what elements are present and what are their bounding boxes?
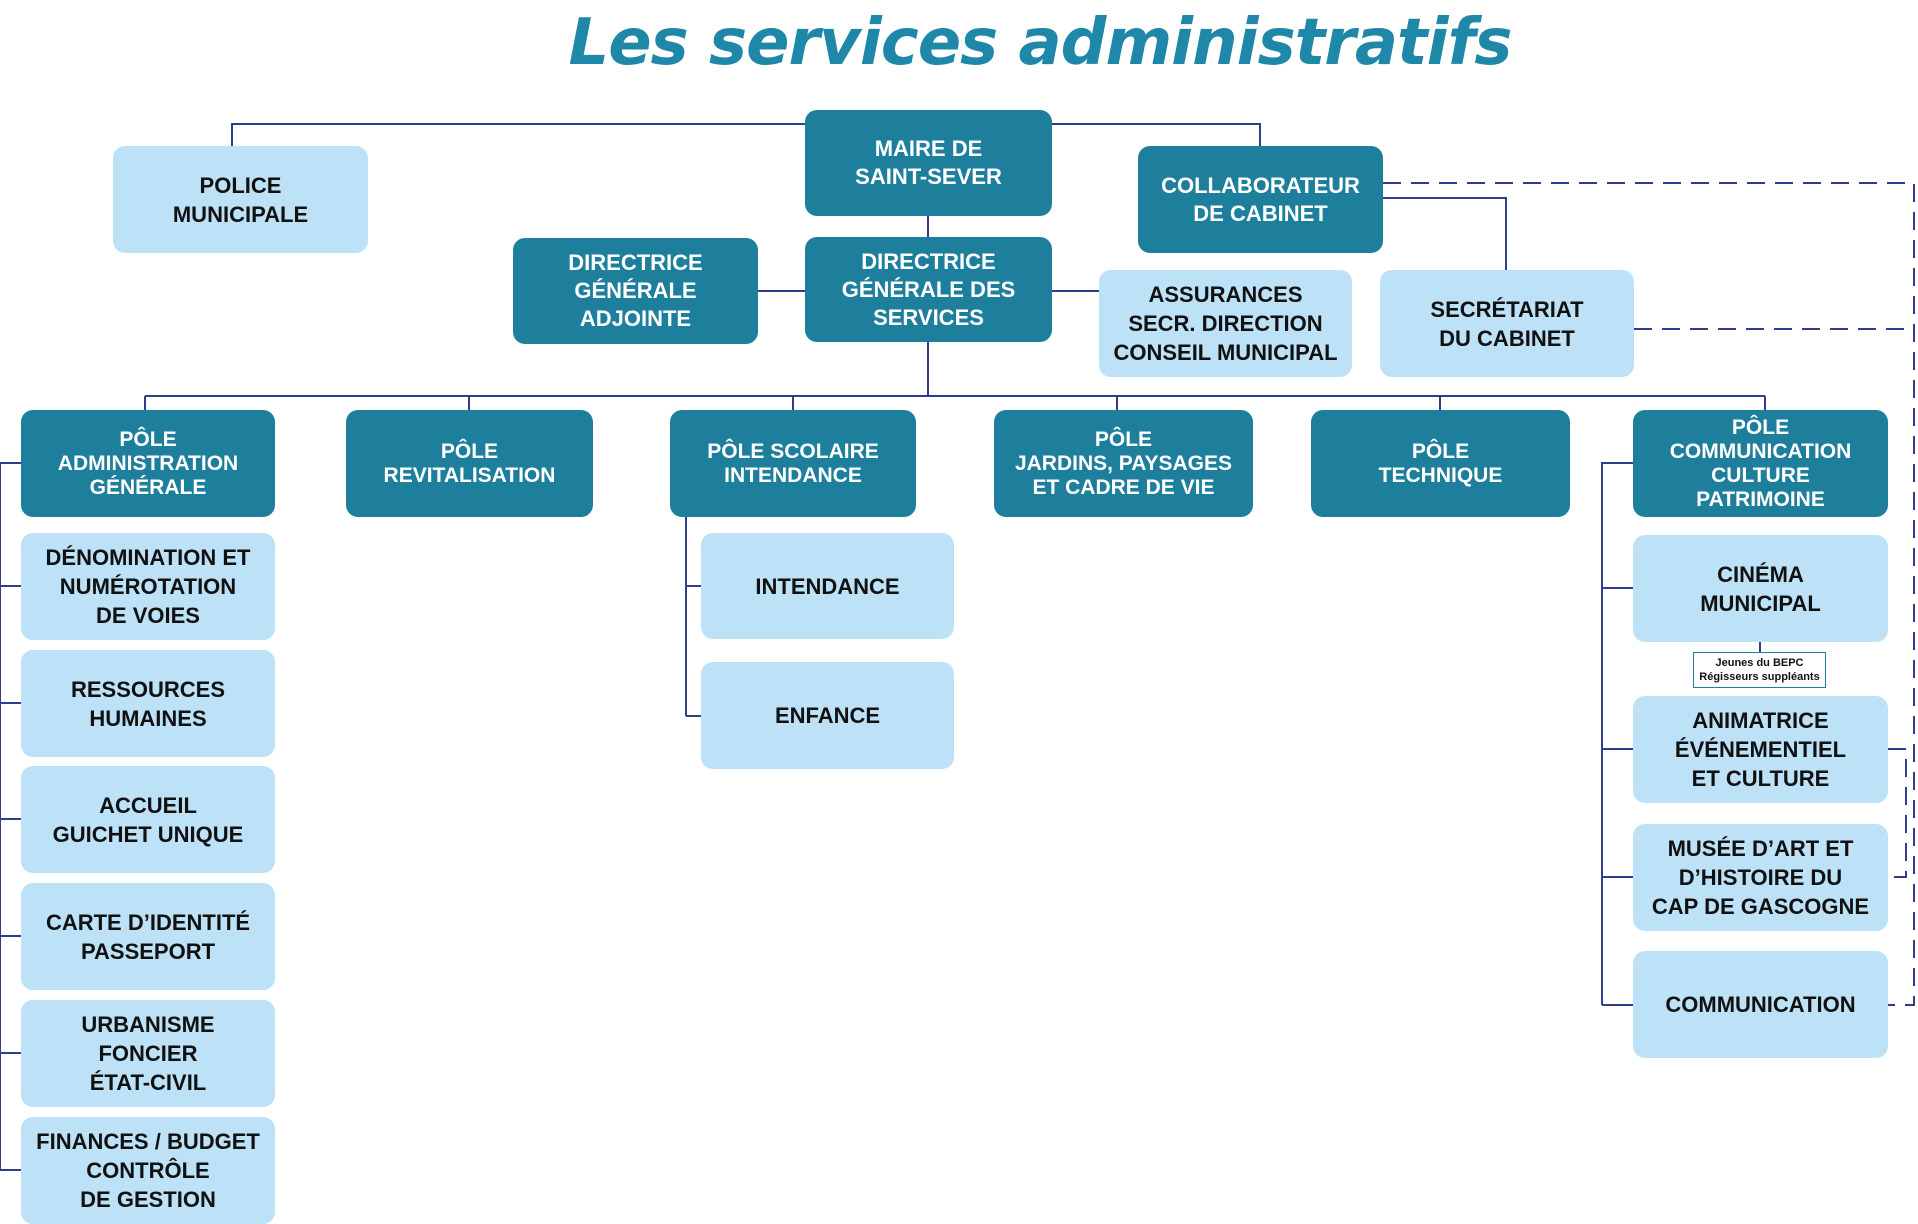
pole-jardins-paysages: PÔLE JARDINS, PAYSAGES ET CADRE DE VIE	[994, 410, 1253, 517]
connector-maire-collaborateur	[1052, 123, 1261, 146]
pole-administration-generale: PÔLE ADMINISTRATION GÉNÉRALE	[21, 410, 275, 517]
service-musee-art-histoire: MUSÉE D’ART ET D’HISTOIRE DU CAP DE GASC…	[1633, 824, 1888, 931]
service-denomination-voies: DÉNOMINATION ET NUMÉROTATION DE VOIES	[21, 533, 275, 640]
connector-comm-spine	[1601, 462, 1633, 1005]
page-title: Les services administratifs	[568, 6, 1512, 80]
police-municipale-box: POLICE MUNICIPALE	[113, 146, 368, 253]
pole-revitalisation: PÔLE REVITALISATION	[346, 410, 593, 517]
directrice-generale-adjointe-box: DIRECTRICE GÉNÉRALE ADJOINTE	[513, 238, 758, 344]
dashed-collaborateur-line	[1383, 182, 1915, 1006]
assurances-box: ASSURANCES SECR. DIRECTION CONSEIL MUNIC…	[1099, 270, 1352, 377]
pole-technique: PÔLE TECHNIQUE	[1311, 410, 1570, 517]
connector-admin-spine	[0, 462, 21, 1170]
secretariat-cabinet-box: SECRÉTARIAT DU CABINET	[1380, 270, 1634, 377]
service-communication: COMMUNICATION	[1633, 951, 1888, 1058]
service-ressources-humaines: RESSOURCES HUMAINES	[21, 650, 275, 757]
service-carte-identite-passeport: CARTE D’IDENTITÉ PASSEPORT	[21, 883, 275, 990]
pole-scolaire-intendance: PÔLE SCOLAIRE INTENDANCE	[670, 410, 916, 517]
directrice-generale-services-box: DIRECTRICE GÉNÉRALE DES SERVICES	[805, 237, 1052, 342]
service-intendance: INTENDANCE	[701, 533, 954, 639]
maire-box: MAIRE DE SAINT-SEVER	[805, 110, 1052, 216]
service-urbanisme-foncier-etat-civil: URBANISME FONCIER ÉTAT-CIVIL	[21, 1000, 275, 1107]
service-cinema-municipal: CINÉMA MUNICIPAL	[1633, 535, 1888, 642]
service-animatrice-evenementiel: ANIMATRICE ÉVÉNEMENTIEL ET CULTURE	[1633, 696, 1888, 803]
connector-maire-police	[231, 123, 805, 146]
service-finances-budget: FINANCES / BUDGET CONTRÔLE DE GESTION	[21, 1117, 275, 1224]
dashed-animatrice-line	[1888, 748, 1907, 878]
service-enfance: ENFANCE	[701, 662, 954, 769]
connector-collab-secretariat	[1383, 197, 1507, 270]
service-accueil-guichet-unique: ACCUEIL GUICHET UNIQUE	[21, 766, 275, 873]
cinema-note: Jeunes du BEPC Régisseurs suppléants	[1693, 652, 1826, 688]
collaborateur-cabinet-box: COLLABORATEUR DE CABINET	[1138, 146, 1383, 253]
pole-communication-culture-patrimoine: PÔLE COMMUNICATION CULTURE PATRIMOINE	[1633, 410, 1888, 517]
